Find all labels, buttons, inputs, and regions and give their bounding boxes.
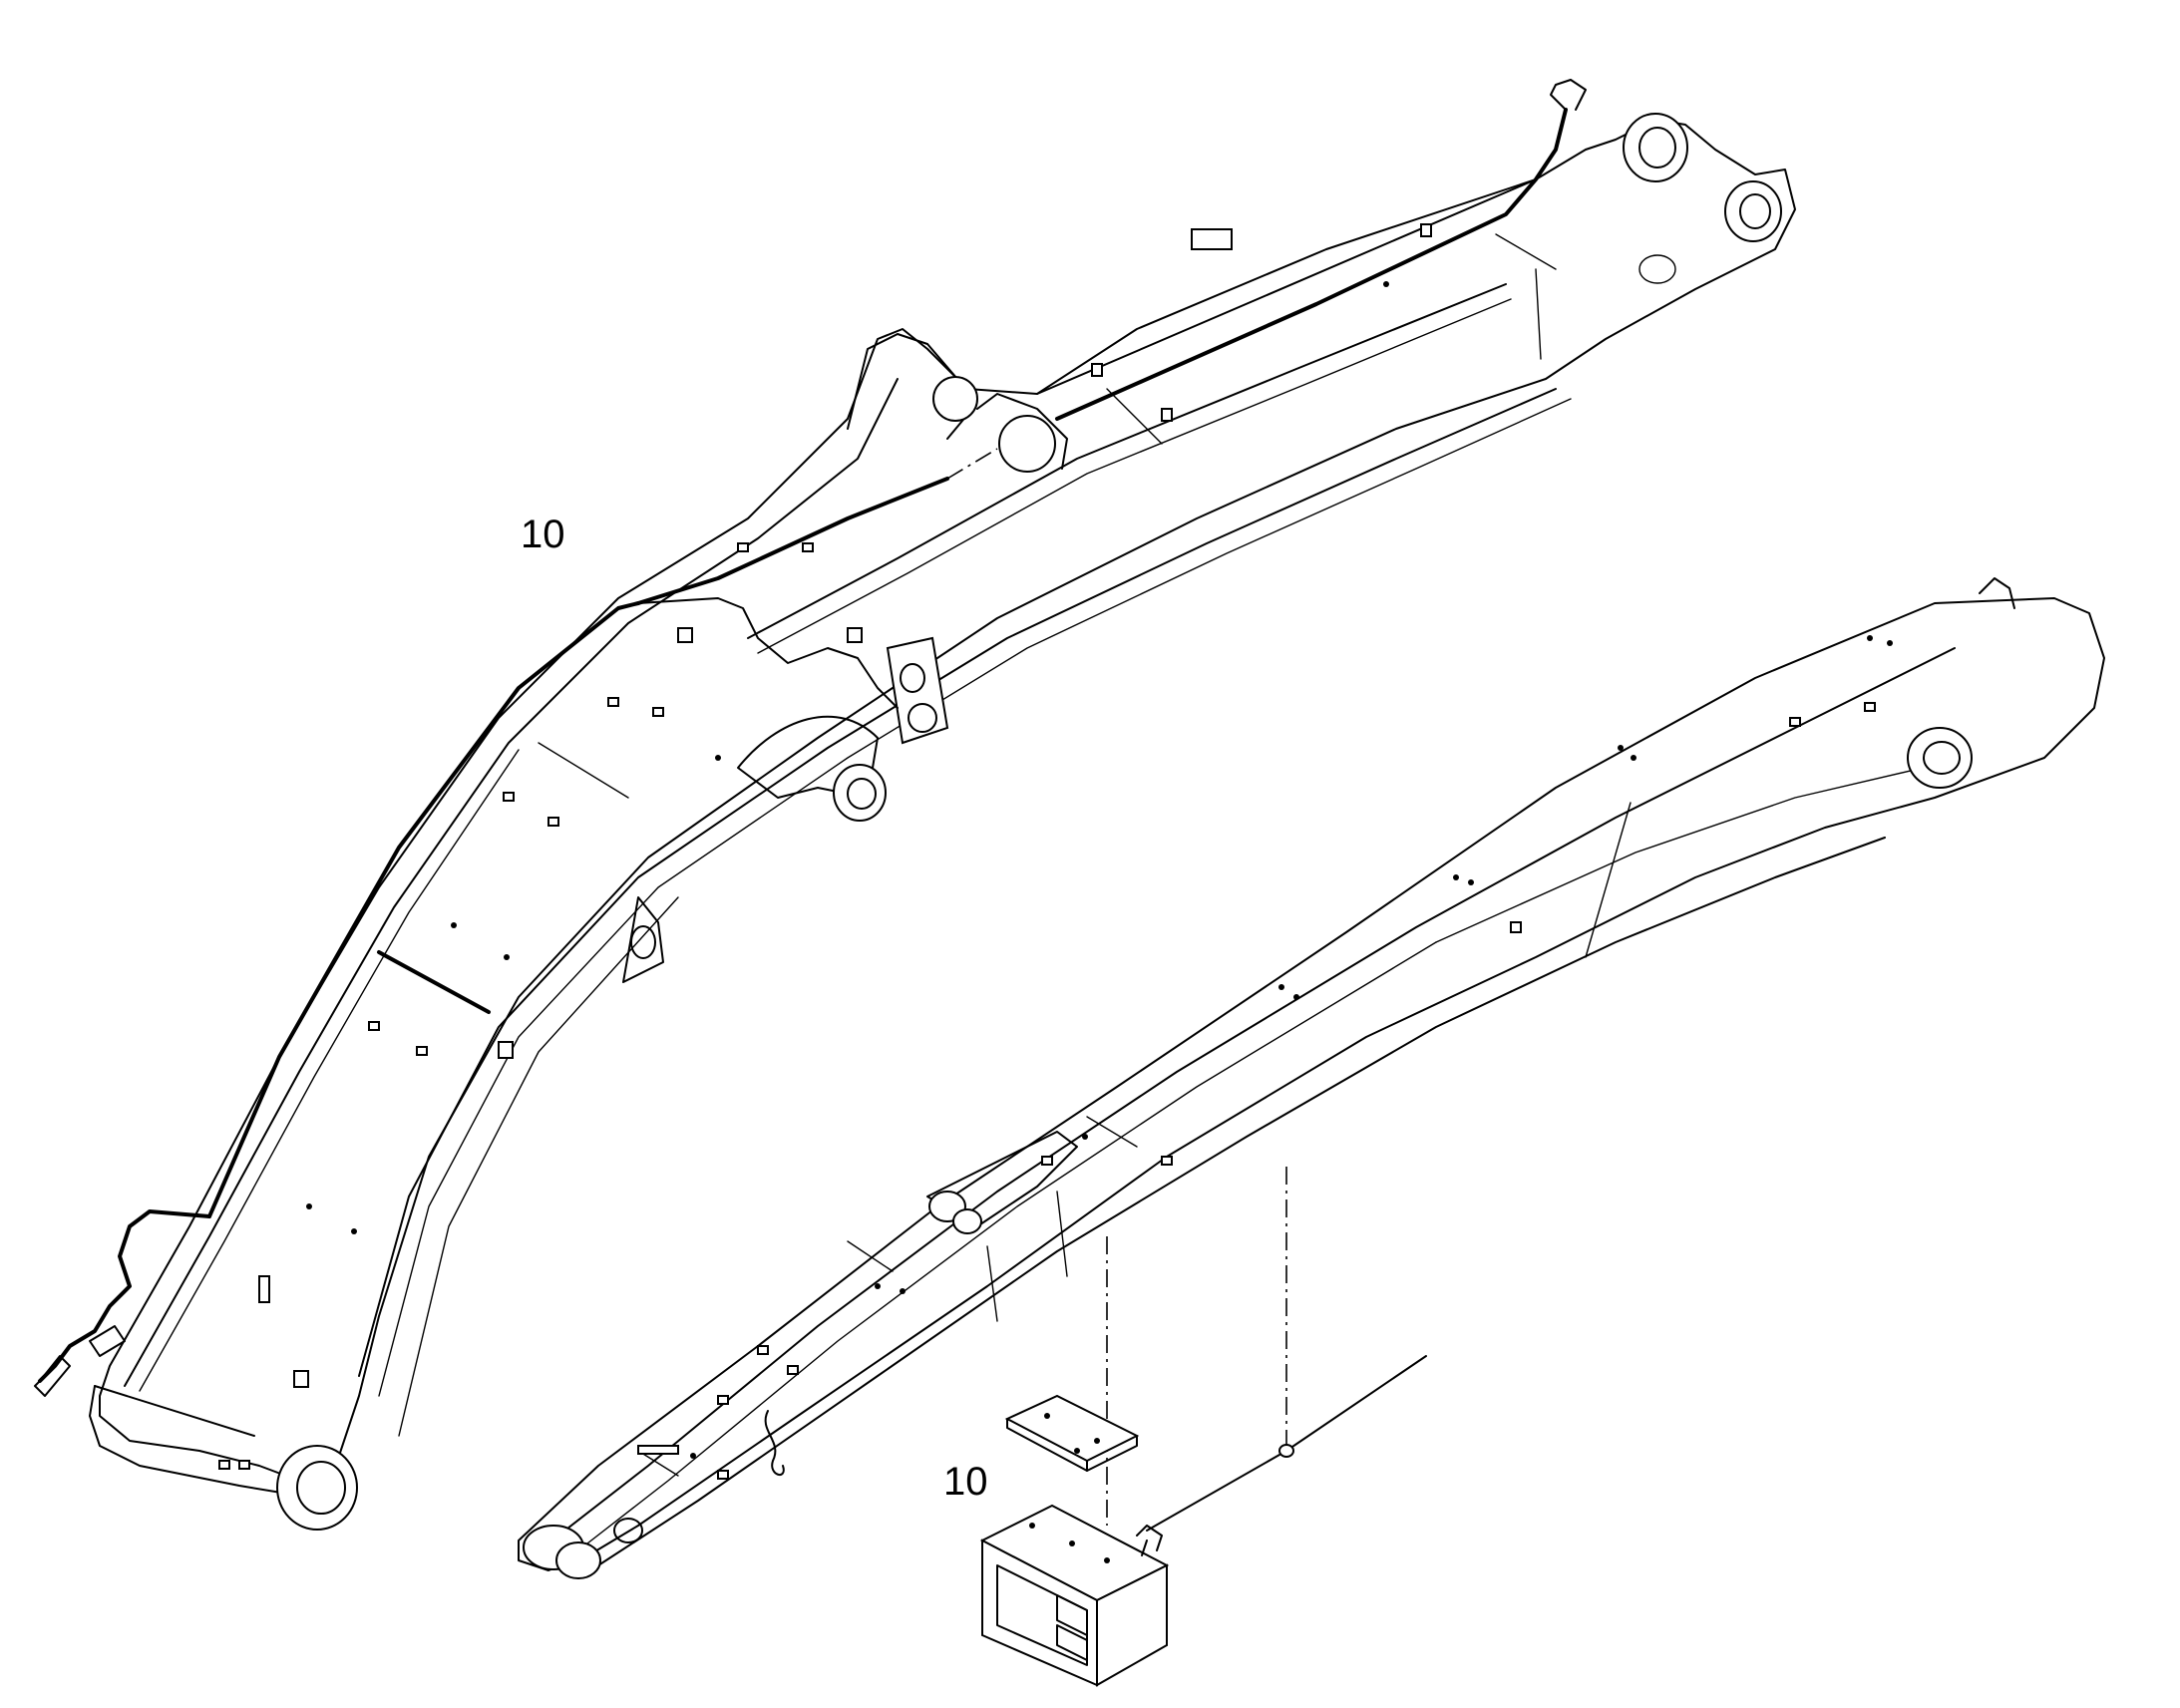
boom-wiring-harness bbox=[34, 79, 1587, 1397]
boom-fastener-pads bbox=[218, 223, 1432, 1470]
mounting-plate-icon bbox=[1004, 1394, 1140, 1472]
sensor-cable-icon bbox=[1136, 1355, 1427, 1556]
junction-box-icon bbox=[886, 636, 949, 745]
part-callout-10-upper: 10 bbox=[521, 512, 565, 556]
arm-fastener-pads bbox=[637, 635, 1893, 1480]
part-callout-10-lower: 10 bbox=[943, 1460, 988, 1504]
boom-assembly bbox=[34, 79, 1796, 1531]
arm-assembly bbox=[518, 577, 2105, 1579]
exploded-components bbox=[979, 1167, 1427, 1687]
electrical-box-icon bbox=[979, 1504, 1170, 1687]
